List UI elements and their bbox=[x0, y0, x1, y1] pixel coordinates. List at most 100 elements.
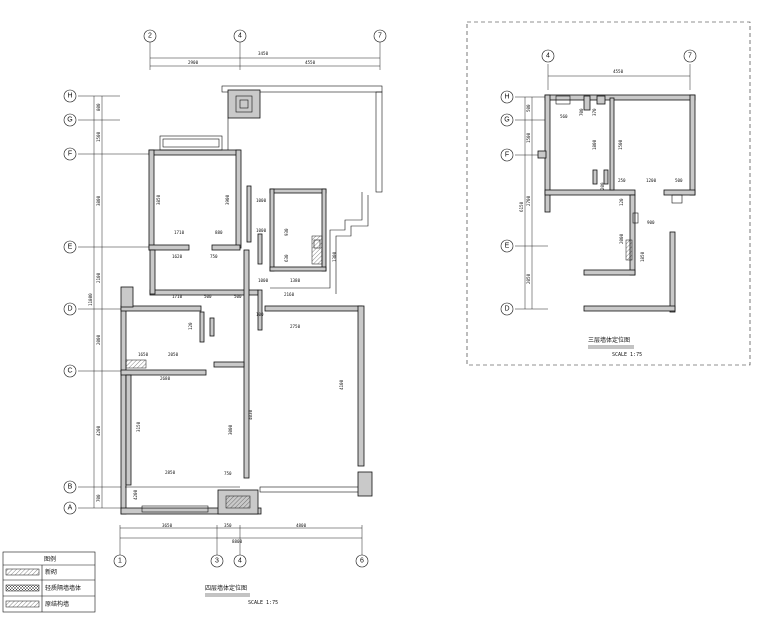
dim-text: 1500 bbox=[526, 132, 531, 143]
legend-table: 图例 新砌 轻质隔墙墙体 原结构墙 bbox=[2, 551, 96, 613]
dim-text: 370 bbox=[592, 108, 597, 116]
dim-text: 2050 bbox=[526, 273, 531, 284]
dim-text: 750 bbox=[210, 254, 218, 259]
axis-label: 7 bbox=[688, 53, 692, 60]
axis-label: G bbox=[67, 117, 72, 124]
dim-text: 1500 bbox=[618, 139, 623, 150]
dim-text: 2900 bbox=[188, 60, 199, 65]
plan-scale: SCALE 1:75 bbox=[248, 600, 278, 606]
dim-text: 900 bbox=[647, 220, 655, 225]
axis-label: G bbox=[504, 117, 509, 124]
dim-text: 2160 bbox=[284, 292, 295, 297]
left-dimension-texts: 3450 2900 4550 8800 3650 350 4800 11800 … bbox=[88, 51, 316, 544]
axis-label: H bbox=[67, 93, 72, 100]
dim-text: 2050 bbox=[168, 352, 179, 357]
dim-text: 4100 bbox=[339, 379, 344, 390]
axis-label: 4 bbox=[238, 558, 242, 565]
dim-text: 1380 bbox=[290, 278, 301, 283]
axis-label: 7 bbox=[378, 33, 382, 40]
axis-label: 3 bbox=[215, 558, 219, 565]
dim-text: 1710 bbox=[172, 294, 183, 299]
dim-text: 4030 bbox=[248, 409, 253, 420]
dim-text: 1000 bbox=[256, 228, 267, 233]
axis-label: 4 bbox=[238, 33, 242, 40]
dim-text: 500 bbox=[526, 104, 531, 112]
dim-text: 1800 bbox=[592, 139, 597, 150]
dim-text: 1620 bbox=[172, 254, 183, 259]
axis-label: 2 bbox=[148, 33, 152, 40]
dim-text: 750 bbox=[224, 471, 232, 476]
left-plan-title-block: 四层墙体定位图 SCALE 1:75 bbox=[205, 584, 278, 606]
dim-text: 1000 bbox=[256, 198, 267, 203]
dim-text: 1650 bbox=[138, 352, 149, 357]
dim-text: 500 bbox=[204, 294, 212, 299]
dim-text: 120 bbox=[188, 322, 193, 330]
dim-text: 1000 bbox=[258, 278, 269, 283]
right-inner-dims: 560 1800 1500 370 700 250 1200 500 900 1… bbox=[560, 108, 683, 262]
dim-text: 4800 bbox=[296, 523, 307, 528]
legend-row-label: 轻质隔墙墙体 bbox=[45, 584, 81, 592]
dim-text: 630 bbox=[284, 254, 289, 262]
right-plan-title-block: 三层墙体定位图 SCALE 1:75 bbox=[588, 336, 642, 358]
axis-label: 6 bbox=[360, 558, 364, 565]
axis-label: E bbox=[505, 243, 510, 250]
dim-text: 1710 bbox=[174, 230, 185, 235]
dim-text: 700 bbox=[579, 108, 584, 116]
right-plan: 4 7 H G F E D 4550 6150 500 1500 2700 20… bbox=[466, 21, 751, 366]
dim-text: 100 bbox=[256, 312, 264, 317]
right-dimension-texts: 4550 6150 500 1500 2700 2050 bbox=[519, 69, 624, 284]
axis-label: F bbox=[505, 152, 509, 159]
dim-text: 560 bbox=[560, 114, 568, 119]
legend-swatch bbox=[5, 568, 40, 576]
dim-text: 200 bbox=[600, 182, 605, 190]
dim-text: 3450 bbox=[258, 51, 269, 56]
dim-text: 3800 bbox=[96, 195, 101, 206]
dim-text: 4200 bbox=[133, 489, 138, 500]
left-plan: 2 4 7 1 3 4 6 H G F E D C B A 3450 2900 … bbox=[63, 29, 387, 606]
dim-text: 700 bbox=[96, 494, 101, 502]
dim-text: 3650 bbox=[162, 523, 173, 528]
dim-text: 2750 bbox=[290, 324, 301, 329]
dim-text: 2100 bbox=[96, 272, 101, 283]
left-top-axis-bubbles: 2 4 7 bbox=[143, 29, 387, 43]
dim-text: 500 bbox=[234, 294, 242, 299]
legend-row-label: 原结构墙 bbox=[45, 600, 69, 608]
dim-text: 2850 bbox=[165, 470, 176, 475]
plan-title: 四层墙体定位图 bbox=[205, 584, 247, 592]
dim-text: 1300 bbox=[332, 251, 337, 262]
dim-text: 4550 bbox=[613, 69, 624, 74]
dim-text: 930 bbox=[284, 228, 289, 236]
axis-label: F bbox=[68, 151, 72, 158]
axis-label: D bbox=[67, 306, 72, 313]
dim-text: 8800 bbox=[232, 539, 243, 544]
dim-text: 880 bbox=[215, 230, 223, 235]
dim-text: 2680 bbox=[160, 376, 171, 381]
axis-label: 1 bbox=[118, 558, 122, 565]
legend-swatch bbox=[5, 584, 40, 592]
dim-text: 1500 bbox=[96, 131, 101, 142]
plan-title: 三层墙体定位图 bbox=[588, 336, 630, 344]
dim-text: 250 bbox=[618, 178, 626, 183]
dim-text: 1200 bbox=[646, 178, 657, 183]
left-row-axis-bubbles: H G F E D C B A bbox=[63, 89, 77, 515]
dim-text: 350 bbox=[224, 523, 232, 528]
axis-label: 4 bbox=[546, 53, 550, 60]
dim-text: 800 bbox=[96, 103, 101, 111]
axis-label: D bbox=[504, 306, 509, 313]
right-plan-frame bbox=[466, 21, 751, 366]
axis-label: C bbox=[67, 368, 72, 375]
dim-text: 1850 bbox=[640, 251, 645, 262]
legend-swatch bbox=[5, 600, 40, 608]
axis-label: A bbox=[68, 505, 73, 512]
dim-text: 500 bbox=[675, 178, 683, 183]
dim-text: 11800 bbox=[88, 293, 93, 306]
right-walls bbox=[537, 94, 696, 313]
dim-text: 3150 bbox=[136, 421, 141, 432]
plan-scale: SCALE 1:75 bbox=[612, 352, 642, 358]
right-top-axis-bubbles: 4 7 bbox=[541, 49, 697, 63]
dim-text: 4550 bbox=[305, 60, 316, 65]
left-walls bbox=[120, 85, 383, 515]
left-grid-lines bbox=[78, 42, 381, 555]
dim-text: 2000 bbox=[619, 233, 624, 244]
